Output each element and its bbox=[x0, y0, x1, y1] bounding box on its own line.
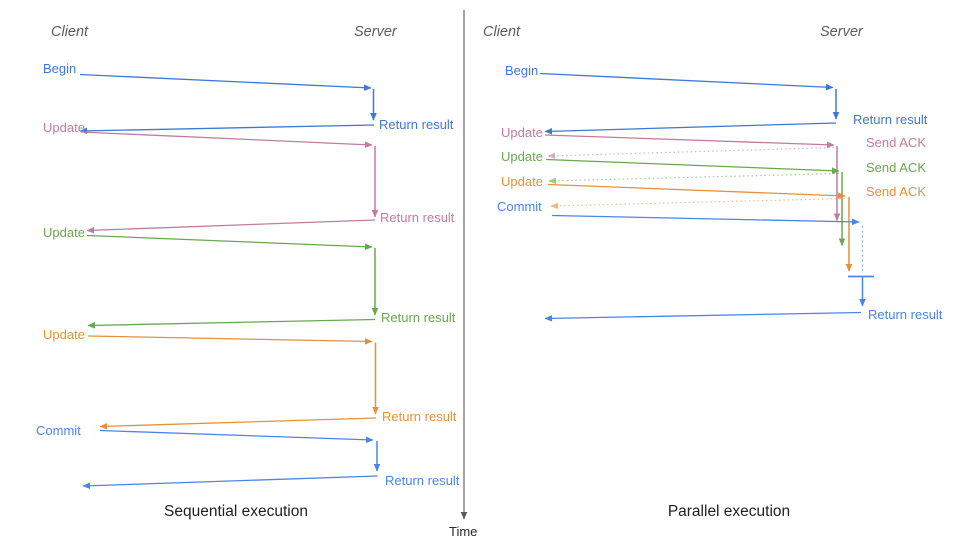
seq-commit-request-arrow bbox=[99, 429, 374, 444]
seq-begin-request-arrow bbox=[79, 73, 372, 91]
par-update1-request-arrow bbox=[544, 134, 835, 149]
seq-update2-request-arrow bbox=[86, 234, 373, 251]
par-update3-request-arrow bbox=[547, 183, 846, 200]
par-update1-label: Update bbox=[501, 125, 543, 140]
seq-commit-return-arrow bbox=[82, 475, 378, 490]
seq-update3-return-arrow bbox=[99, 417, 377, 430]
seq-client-header: Client bbox=[51, 24, 89, 40]
seq-commit-response-label: Return result bbox=[385, 473, 460, 488]
seq-update2-return-arrow bbox=[87, 318, 376, 329]
par-update3-ack-label: Send ACK bbox=[866, 184, 926, 199]
par-client-header: Client bbox=[483, 24, 521, 40]
seq-update1-label: Update bbox=[43, 120, 85, 135]
par-begin-request-arrow bbox=[539, 72, 834, 91]
seq-begin-label: Begin bbox=[43, 61, 77, 76]
par-update3-ack-arrow bbox=[550, 197, 846, 210]
par-commit-request-arrow bbox=[551, 214, 860, 226]
par-commit-label: Commit bbox=[497, 199, 542, 214]
seq-update1-request-arrow bbox=[80, 131, 373, 148]
par-begin-response-label: Return result bbox=[853, 112, 928, 127]
par-update3-label: Update bbox=[501, 174, 543, 189]
par-panel-title: Parallel execution bbox=[667, 503, 791, 520]
par-update2-label: Update bbox=[501, 149, 543, 164]
seq-update1-return-arrow bbox=[86, 219, 376, 234]
seq-panel-title: Sequential execution bbox=[164, 503, 308, 520]
par-commit-response-label: Return result bbox=[868, 307, 943, 322]
seq-begin-return-arrow bbox=[79, 124, 375, 135]
seq-update2-label: Update bbox=[43, 225, 85, 240]
seq-update2-response-label: Return result bbox=[381, 310, 456, 325]
par-commit-return-arrow bbox=[544, 311, 862, 322]
seq-update3-response-label: Return result bbox=[382, 409, 457, 424]
par-begin-label: Begin bbox=[505, 63, 539, 78]
seq-update1-response-label: Return result bbox=[380, 210, 455, 225]
seq-server-header: Server bbox=[354, 24, 397, 40]
par-update1-ack-label: Send ACK bbox=[866, 135, 926, 150]
par-update2-request-arrow bbox=[545, 158, 840, 175]
par-update2-ack-arrow bbox=[548, 172, 840, 185]
seq-update3-request-arrow bbox=[87, 335, 373, 345]
par-update2-ack-label: Send ACK bbox=[866, 160, 926, 175]
par-server-header: Server bbox=[820, 24, 863, 40]
seq-commit-label: Commit bbox=[36, 423, 81, 438]
seq-begin-response-label: Return result bbox=[379, 117, 454, 132]
par-update1-ack-arrow bbox=[547, 146, 835, 160]
seq-update3-label: Update bbox=[43, 327, 85, 342]
par-begin-return-arrow bbox=[544, 122, 837, 135]
time-axis-label: Time bbox=[449, 524, 478, 539]
